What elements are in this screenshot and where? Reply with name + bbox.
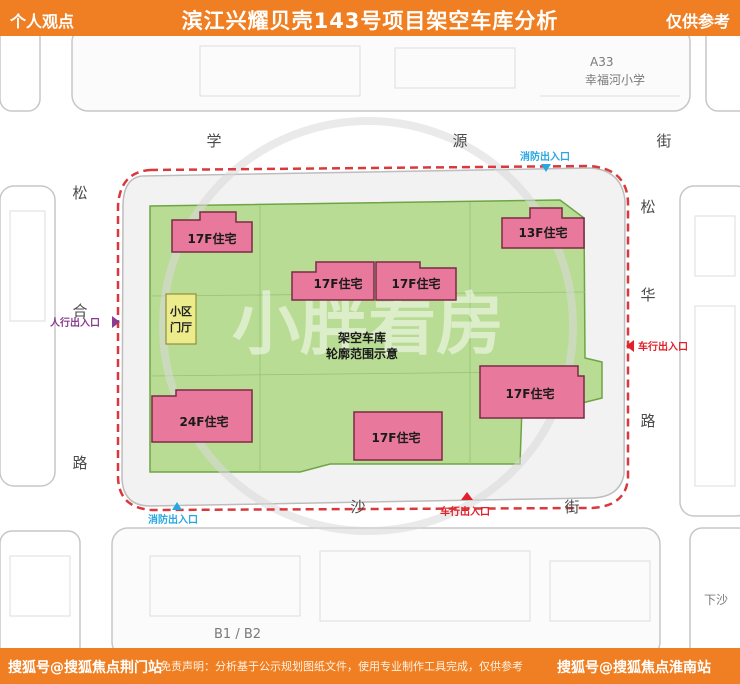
road-char: 沙	[350, 498, 365, 516]
red-line-boundary	[116, 164, 630, 512]
entrance-pedestrian-left: 人行出入口	[50, 316, 120, 329]
entrance-fire-top: 消防出入口	[520, 150, 570, 172]
area-label: 下沙	[704, 593, 728, 607]
road-char: 合	[72, 302, 87, 320]
site-plan-svg: 小胖看房 17F住宅 13F住宅 17F住宅 17F住宅 17F住宅 24F住宅…	[0, 36, 740, 648]
down-arrow-icon	[541, 164, 551, 172]
garage-label-line2: 轮廓范围示意	[326, 346, 398, 361]
road-char: 松	[72, 184, 87, 202]
building-label: 17F住宅	[506, 386, 555, 401]
school-name: 幸福河小学	[585, 72, 645, 87]
fire-entrance-label: 消防出入口	[520, 150, 570, 163]
lobby-label-line2: 门厅	[170, 320, 192, 334]
entrance-vehicle-right: 车行出入口	[626, 340, 688, 353]
road-char: 华	[640, 286, 655, 304]
building-label: 13F住宅	[519, 225, 568, 240]
building-b1	[171, 211, 253, 253]
road-names: 学 源 街 松 合 路 松 华 路 沙 街	[72, 132, 671, 516]
building-label: 17F住宅	[314, 276, 363, 291]
building-b4	[375, 261, 457, 301]
header-left-label: 个人观点	[10, 12, 75, 31]
fire-entrance-label: 消防出入口	[148, 513, 198, 526]
building-b7	[353, 411, 443, 461]
watermark-circle	[159, 117, 577, 535]
residential-buildings	[151, 207, 585, 461]
site-plan-map: 小胖看房 17F住宅 13F住宅 17F住宅 17F住宅 17F住宅 24F住宅…	[0, 36, 740, 648]
header-bar: 个人观点 滨江兴耀贝壳143号项目架空车库分析 仅供参考	[0, 0, 740, 36]
lobby-label-line1: 小区	[169, 304, 192, 318]
road-char: 学	[206, 132, 221, 150]
right-arrow-icon	[112, 316, 120, 328]
footer-bar: 搜狐号@搜狐焦点荆门站 免责声明：分析基于公示规划图纸文件，使用专业制作工具完成…	[0, 648, 740, 684]
vehicle-entrance-label: 车行出入口	[638, 340, 688, 353]
building-labels: 17F住宅 13F住宅 17F住宅 17F住宅 17F住宅 24F住宅 17F住…	[180, 225, 568, 445]
building-label: 17F住宅	[188, 231, 237, 246]
building-b6	[151, 389, 253, 443]
vehicle-entrance-label: 车行出入口	[440, 505, 490, 518]
block-code: B1 / B2	[214, 627, 261, 642]
building-b3	[291, 261, 375, 301]
entrance-vehicle-bottom: 车行出入口	[440, 492, 490, 518]
footer-watermark-left: 搜狐号@搜狐焦点荆门站	[8, 660, 162, 676]
road-char: 源	[452, 132, 467, 150]
school-code: A33	[590, 55, 613, 69]
road-char: 松	[640, 198, 655, 216]
garage-linework	[149, 202, 586, 472]
footer-watermark-right: 搜狐号@搜狐焦点淮南站	[553, 651, 715, 683]
road-char: 街	[564, 498, 579, 516]
garage-label-line1: 架空车库	[337, 330, 386, 345]
community-lobby	[165, 293, 197, 345]
road-char: 路	[640, 412, 655, 430]
building-label: 24F住宅	[180, 414, 229, 429]
left-arrow-icon	[626, 340, 634, 352]
pedestrian-entrance-label: 人行出入口	[50, 316, 100, 329]
disclaimer-text: 免责声明：分析基于公示规划图纸文件，使用专业制作工具完成，仅供参考	[160, 660, 523, 673]
road-char: 路	[72, 454, 87, 472]
header-right-label: 仅供参考	[665, 12, 730, 31]
building-label: 17F住宅	[392, 276, 441, 291]
background-linework	[9, 45, 736, 622]
entrance-fire-bottom: 消防出入口	[148, 502, 198, 526]
up-arrow-icon	[172, 502, 182, 510]
road-char: 街	[656, 132, 671, 150]
building-label: 17F住宅	[372, 430, 421, 445]
page-title: 滨江兴耀贝壳143号项目架空车库分析	[181, 9, 559, 33]
building-b5	[479, 365, 585, 419]
building-b2	[501, 207, 585, 249]
up-arrow-icon	[461, 492, 473, 500]
